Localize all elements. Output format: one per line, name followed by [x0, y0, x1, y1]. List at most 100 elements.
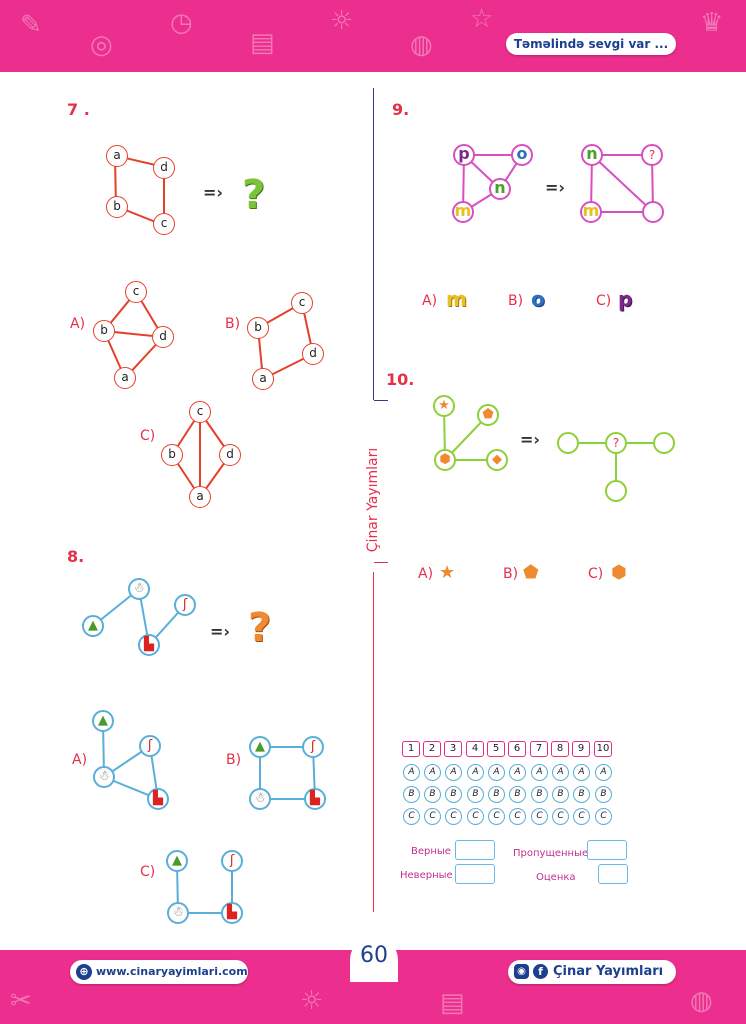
trophy-doodle-icon: ♛ — [700, 8, 724, 38]
q10-option-b-label[interactable]: B) — [503, 566, 519, 582]
q7-c-node-b: b — [161, 444, 183, 466]
q10-star-node-icon: ★ — [433, 395, 455, 417]
answer-bubble-b[interactable]: B — [552, 786, 569, 803]
q8-a-stocking-node-icon: ▙ — [147, 788, 169, 810]
q7-c-node-d: d — [219, 444, 241, 466]
brand-name: Çinar Yayımları — [553, 964, 664, 979]
brand-pill[interactable]: ◉ f Çinar Yayımları — [508, 960, 676, 984]
q7-option-c-label[interactable]: C) — [140, 428, 156, 444]
q9-option-c-label[interactable]: C) — [596, 293, 612, 309]
instagram-icon[interactable]: ◉ — [514, 964, 529, 979]
answer-bubble-c[interactable]: C — [573, 808, 590, 825]
answer-number: 10 — [594, 741, 612, 757]
answer-bubble-a[interactable]: A — [488, 764, 505, 781]
q9-answer-node-m: m — [580, 201, 602, 223]
website-text: www.cinaryayimlari.com — [96, 965, 248, 978]
ball-doodle-icon: ◎ — [90, 30, 113, 60]
q8-option-c-label[interactable]: C) — [140, 864, 156, 880]
q8-a-edges — [102, 720, 159, 800]
answer-number: 6 — [508, 741, 526, 757]
answer-bubble-c[interactable]: C — [531, 808, 548, 825]
answer-bubble-b[interactable]: B — [424, 786, 441, 803]
q9-node-m: m — [452, 201, 474, 223]
q9-answer-node-empty — [642, 201, 664, 223]
answer-bubble-a[interactable]: A — [403, 764, 420, 781]
q10-option-c-label[interactable]: C) — [588, 566, 604, 582]
answer-bubble-b[interactable]: B — [509, 786, 526, 803]
answer-bubble-b[interactable]: B — [488, 786, 505, 803]
answer-bubble-a[interactable]: A — [531, 764, 548, 781]
q8-stocking-node-icon: ▙ — [138, 634, 160, 656]
globe-doodle-icon: ◍ — [410, 30, 433, 60]
q9-arrow: =› — [545, 178, 565, 197]
book-doodle-icon: ▤ — [440, 988, 465, 1018]
answer-bubble-b[interactable]: B — [531, 786, 548, 803]
answer-bubble-c[interactable]: C — [509, 808, 526, 825]
skipped-label: Пропущенные — [513, 848, 589, 859]
q7-option-a-label[interactable]: A) — [70, 316, 86, 332]
divider-tick — [374, 562, 388, 563]
q10-answer-node-right — [653, 432, 675, 454]
q7-number: 7 . — [67, 100, 90, 119]
answer-bubble-c[interactable]: C — [424, 808, 441, 825]
answer-bubble-b[interactable]: B — [445, 786, 462, 803]
q8-arrow: =› — [210, 622, 230, 641]
q8-a-snowman-node-icon: ☃ — [93, 766, 115, 788]
side-label: Çinar Yayımları — [365, 447, 381, 553]
q9-node-o: o — [511, 144, 533, 166]
answer-bubble-a[interactable]: A — [595, 764, 612, 781]
q7-option-b-label[interactable]: B) — [225, 316, 241, 332]
facebook-icon[interactable]: f — [533, 964, 548, 979]
q8-option-b-label[interactable]: B) — [226, 752, 242, 768]
answer-bubble-c[interactable]: C — [467, 808, 484, 825]
q8-option-a-label[interactable]: A) — [72, 752, 88, 768]
q7-b-node-d: d — [302, 343, 324, 365]
q7-node-d: d — [153, 157, 175, 179]
q9-node-p: p — [453, 144, 475, 166]
clock-doodle-icon: ◷ — [170, 8, 193, 38]
answer-number: 2 — [423, 741, 441, 757]
q10-arrow: =› — [520, 430, 540, 449]
q9-option-b-label[interactable]: B) — [508, 293, 524, 309]
answer-bubble-a[interactable]: A — [424, 764, 441, 781]
wrong-box[interactable] — [455, 864, 495, 884]
answer-number: 5 — [487, 741, 505, 757]
answer-bubble-a[interactable]: A — [467, 764, 484, 781]
answer-number: 3 — [444, 741, 462, 757]
q8-c-tree-node-icon: ▲ — [166, 850, 188, 872]
q8-b-tree-node-icon: ▲ — [249, 736, 271, 758]
q9-option-a-label[interactable]: A) — [422, 293, 438, 309]
q9-option-b-o-icon: o — [531, 287, 545, 311]
bulb-doodle-icon: ☼ — [300, 986, 324, 1016]
header-tagline: Təməlində sevgi var ... — [506, 33, 676, 55]
answer-bubble-a[interactable]: A — [552, 764, 569, 781]
q7-c-node-a: a — [189, 486, 211, 508]
q7-node-b: b — [106, 196, 128, 218]
answer-bubble-c[interactable]: C — [445, 808, 462, 825]
answer-bubble-c[interactable]: C — [552, 808, 569, 825]
answer-bubble-c[interactable]: C — [403, 808, 420, 825]
answer-bubble-b[interactable]: B — [573, 786, 590, 803]
answer-bubble-a[interactable]: A — [509, 764, 526, 781]
answer-bubble-b[interactable]: B — [467, 786, 484, 803]
divider-tick-top — [374, 400, 388, 401]
answer-number: 9 — [572, 741, 590, 757]
answer-bubble-b[interactable]: B — [595, 786, 612, 803]
correct-box[interactable] — [455, 840, 495, 860]
website-pill[interactable]: ⊕www.cinaryayimlari.com — [70, 960, 248, 984]
q10-pentagon-node-icon: ⬟ — [477, 404, 499, 426]
star-doodle-icon: ☆ — [470, 4, 494, 34]
answer-bubble-a[interactable]: A — [445, 764, 462, 781]
q10-hexagon-node-icon: ⬢ — [434, 449, 456, 471]
q10-option-a-label[interactable]: A) — [418, 566, 434, 582]
answer-bubble-a[interactable]: A — [573, 764, 590, 781]
q7-node-c: c — [153, 213, 175, 235]
answer-bubble-b[interactable]: B — [403, 786, 420, 803]
grade-box[interactable] — [598, 864, 628, 884]
skipped-box[interactable] — [587, 840, 627, 860]
q9-option-a-m-icon: m — [446, 287, 467, 311]
answer-bubble-c[interactable]: C — [595, 808, 612, 825]
answer-bubble-c[interactable]: C — [488, 808, 505, 825]
pencil-doodle-icon: ✎ — [20, 10, 42, 40]
q7-b-node-c: c — [291, 292, 313, 314]
